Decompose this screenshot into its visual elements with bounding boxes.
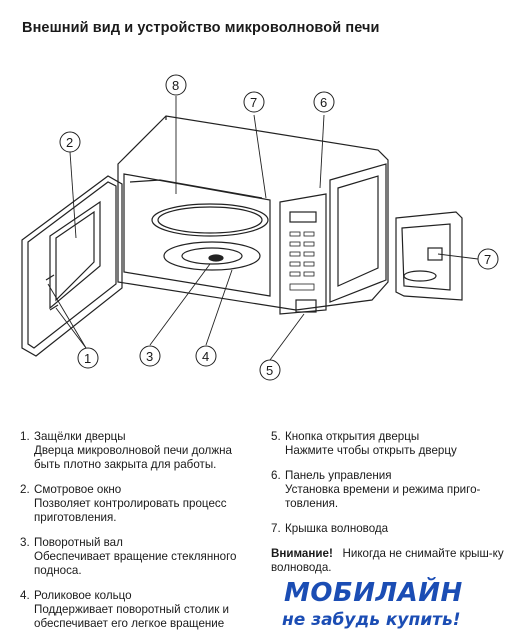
legend-item-4: 4. Роликовое кольцо Поддерживает поворот… <box>20 589 230 630</box>
legend-item-6: 6. Панель управления Установка времени и… <box>271 469 481 510</box>
warning-note: Внимание! Никогда не снимайте крыш-ку во… <box>271 547 516 575</box>
callout-3: 3 <box>139 345 161 367</box>
callout-2: 2 <box>59 131 81 153</box>
callout-6: 6 <box>313 91 335 113</box>
legend-left: 1. Защёлки дверцы Дверца микроволновой п… <box>20 430 260 642</box>
legend-right: 5. Кнопка открытия дверцы Нажмите чтобы … <box>271 430 516 575</box>
svg-text:8: 8 <box>172 78 179 93</box>
svg-text:5: 5 <box>266 363 273 378</box>
legend-item-2: 2. Смотровое окно Позволяет контролирова… <box>20 483 227 524</box>
callout-7b: 7 <box>477 248 499 270</box>
brand-slogan: не забудь купить! <box>282 610 461 630</box>
svg-text:7: 7 <box>250 95 257 110</box>
svg-text:4: 4 <box>202 349 209 364</box>
legend-item-5: 5. Кнопка открытия дверцы Нажмите чтобы … <box>271 430 457 457</box>
brand-watermark: МОБИЛАЙН не забудь купить! <box>278 574 526 640</box>
warning-label: Внимание! <box>271 547 333 560</box>
callout-8: 8 <box>165 74 187 96</box>
brand-logo: МОБИЛАЙН <box>284 578 463 608</box>
warning-text: Никогда не снимайте крыш-ку волновода. <box>271 547 504 574</box>
legend-item-3: 3. Поворотный вал Обеспечивает вращение … <box>20 536 237 577</box>
microwave-diagram: 1 2 3 4 5 6 7 8 7 <box>21 74 499 381</box>
legend-item-1: 1. Защёлки дверцы Дверца микроволновой п… <box>20 430 232 471</box>
page-title: Внешний вид и устройство микроволновой п… <box>22 20 380 36</box>
callout-4: 4 <box>195 345 217 367</box>
svg-text:3: 3 <box>146 349 153 364</box>
svg-text:2: 2 <box>66 135 73 150</box>
svg-text:6: 6 <box>320 95 327 110</box>
callout-5: 5 <box>259 359 281 381</box>
callout-1: 1 <box>77 347 99 369</box>
callout-7: 7 <box>243 91 265 113</box>
legend-item-7: 7. Крышка волновода <box>271 522 389 535</box>
svg-text:7: 7 <box>484 252 491 267</box>
svg-text:1: 1 <box>84 351 91 366</box>
